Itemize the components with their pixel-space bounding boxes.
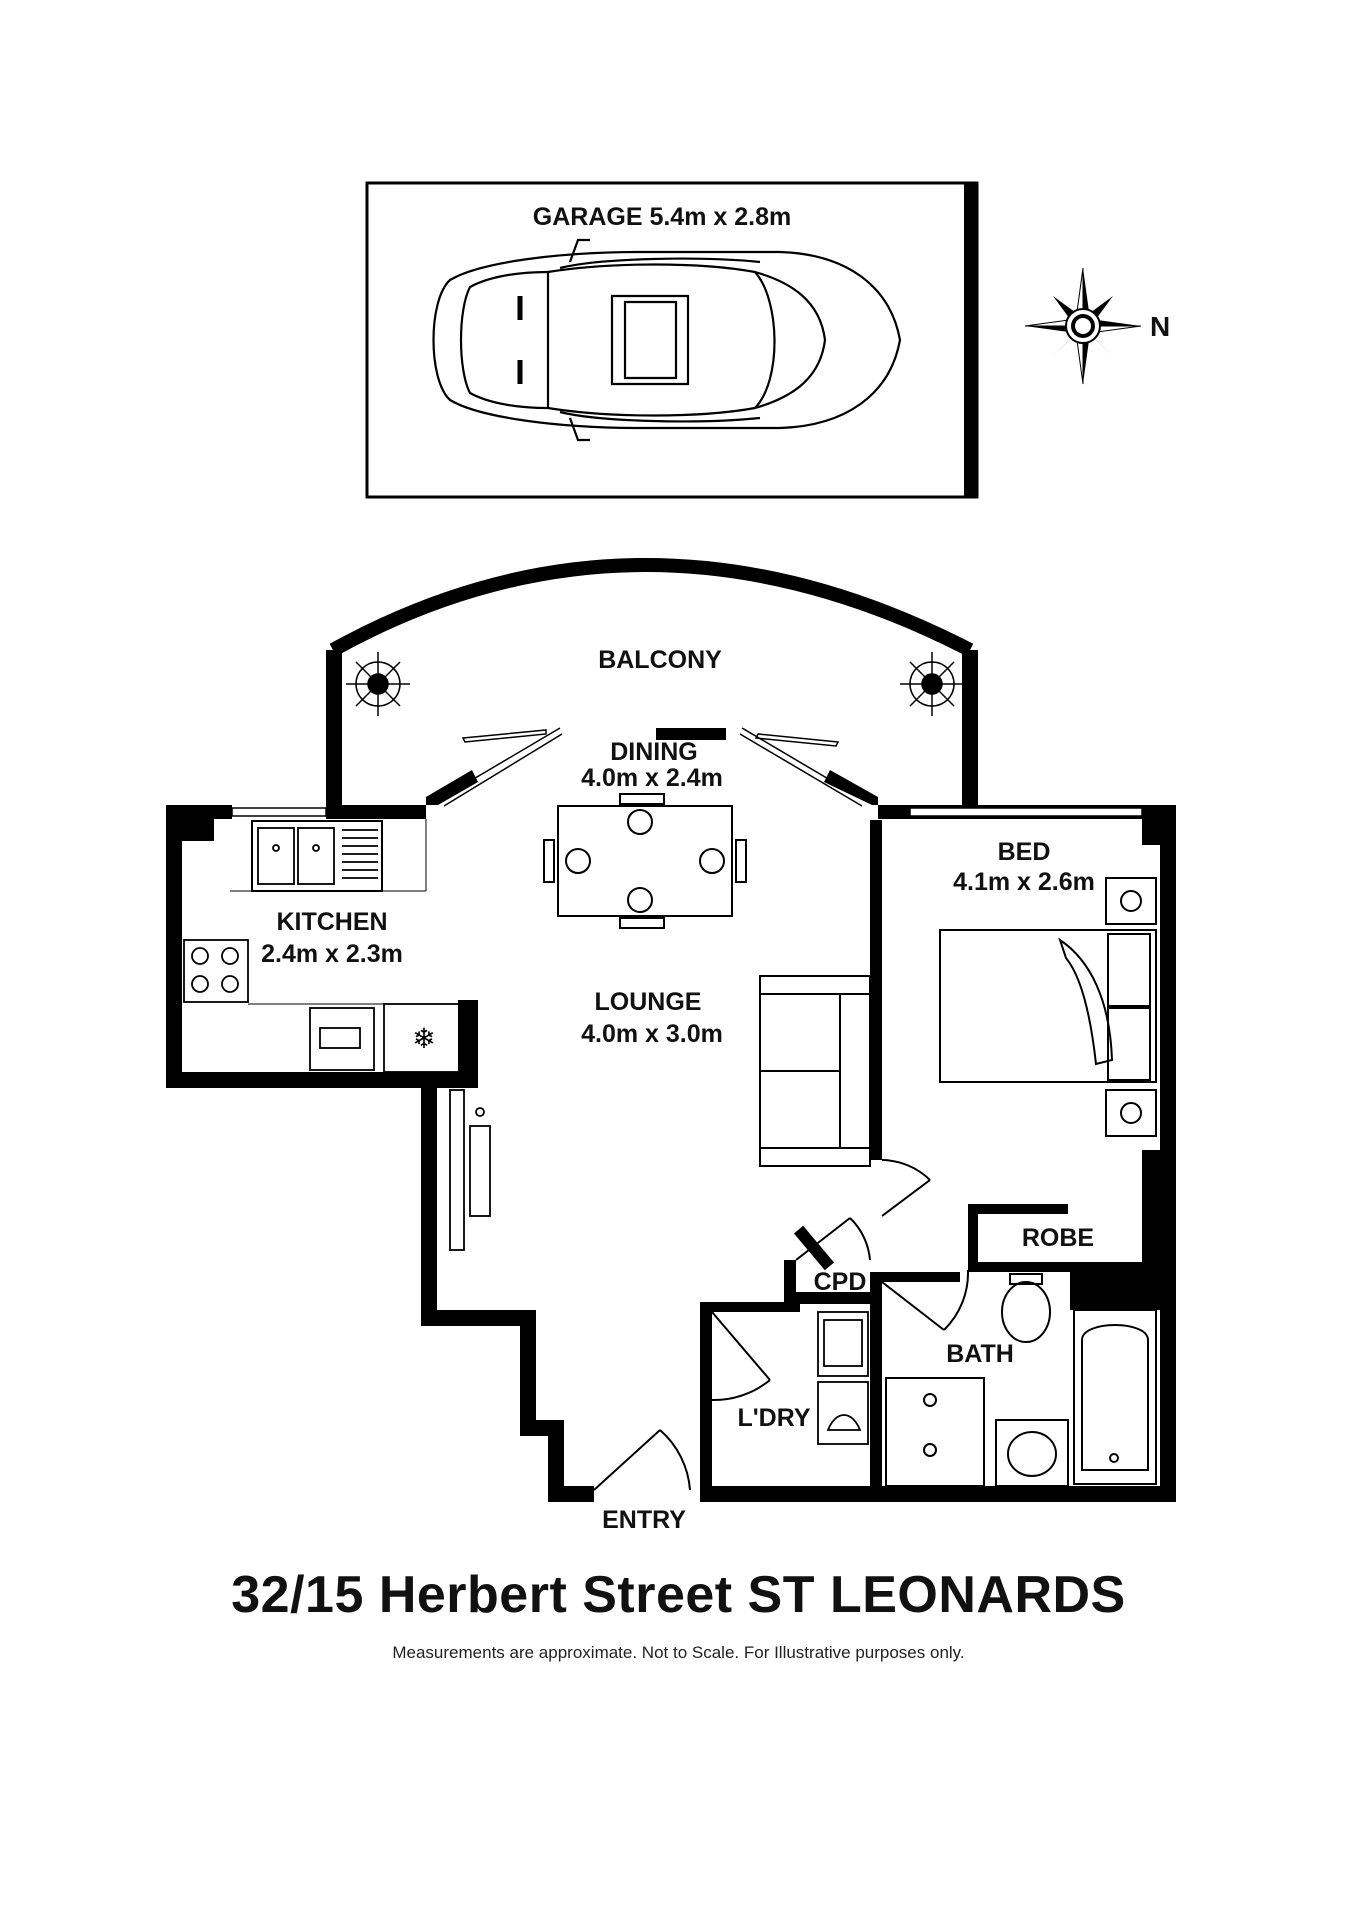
entry-door — [593, 1429, 691, 1491]
laundry-label: L'DRY — [737, 1404, 810, 1432]
bath-fixtures — [885, 1273, 1157, 1487]
compass-icon — [1024, 267, 1142, 385]
dining-size: 4.0m x 2.4m — [581, 764, 723, 792]
sofa — [759, 975, 871, 1167]
compass-north-label: N — [1150, 311, 1170, 342]
lounge-size: 4.0m x 3.0m — [581, 1020, 723, 1048]
laundry-fixtures — [817, 1311, 869, 1445]
windows — [231, 727, 1143, 817]
dining-label: DINING — [610, 738, 698, 766]
cpd-door — [795, 1217, 871, 1261]
bed-size: 4.1m x 2.6m — [953, 868, 1095, 896]
microwave — [309, 1007, 375, 1071]
svg-text:❄: ❄ — [412, 1024, 435, 1055]
entry-label: ENTRY — [602, 1506, 686, 1534]
property-address: 32/15 Herbert Street ST LEONARDS — [231, 1566, 1126, 1624]
cooktop — [183, 939, 249, 1003]
balcony-label: BALCONY — [598, 646, 722, 674]
bed-label: BED — [998, 838, 1051, 866]
kitchen-size: 2.4m x 2.3m — [261, 940, 403, 968]
bath-label: BATH — [946, 1340, 1014, 1368]
bed-furniture — [939, 877, 1157, 1137]
doors — [593, 1159, 970, 1491]
plant-icon — [900, 652, 964, 716]
cpd-label: CPD — [814, 1268, 867, 1296]
car-icon — [432, 238, 902, 442]
garage: GARAGE 5.4m x 2.8m — [365, 181, 979, 499]
bed-door — [881, 1159, 931, 1217]
plant-icon — [346, 652, 410, 716]
disclaimer: Measurements are approximate. Not to Sca… — [392, 1643, 965, 1662]
kitchen-label: KITCHEN — [276, 908, 387, 936]
kitchen-fixtures: ❄ — [183, 819, 478, 1073]
bath-door — [881, 1269, 970, 1331]
hall-cabinet — [449, 1089, 491, 1251]
laundry-door — [711, 1311, 771, 1402]
robe-label: ROBE — [1022, 1224, 1094, 1252]
dining-table — [543, 793, 747, 929]
lounge-label: LOUNGE — [595, 988, 702, 1016]
garage-label: GARAGE 5.4m x 2.8m — [533, 203, 791, 231]
